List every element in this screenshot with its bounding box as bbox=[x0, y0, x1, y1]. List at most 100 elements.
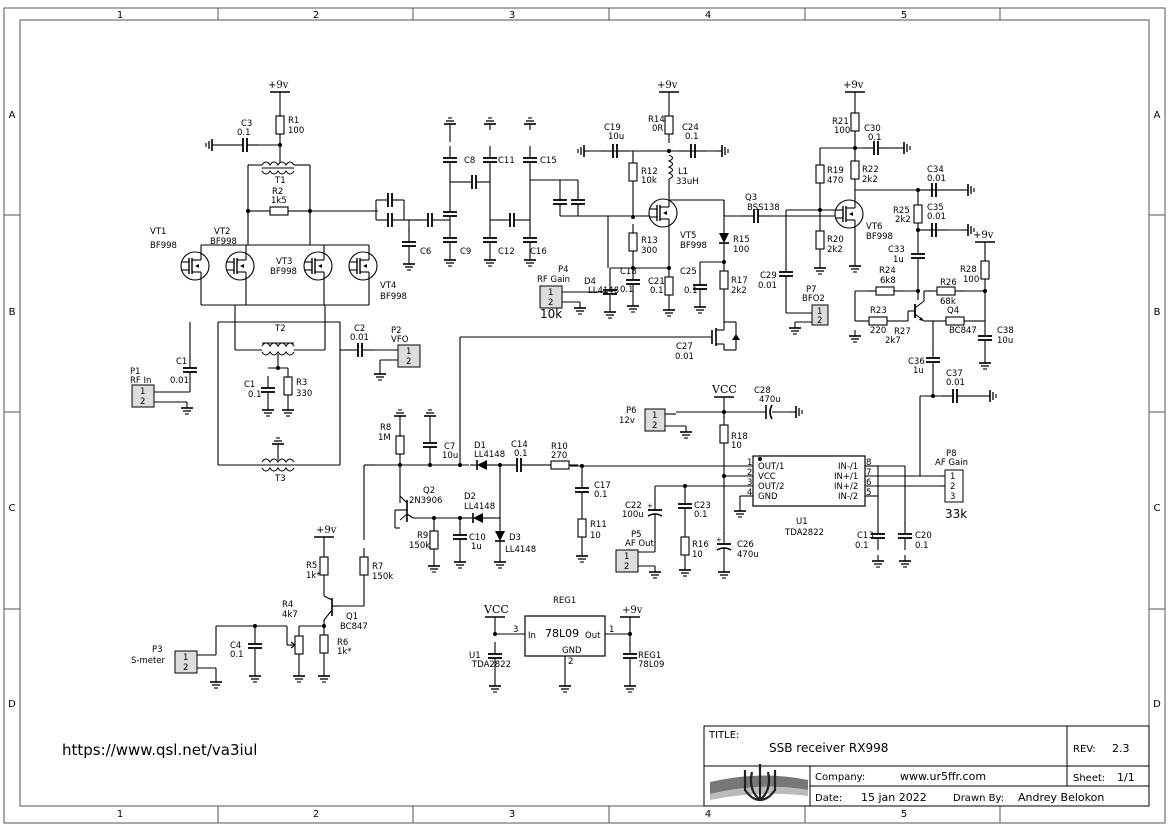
col-marker: 4 bbox=[705, 809, 711, 820]
r7-ref: R7 bbox=[372, 562, 383, 572]
source-url[interactable]: https://www.qsl.net/va3iul bbox=[62, 741, 257, 759]
u1-name: TDA2822 bbox=[784, 528, 824, 538]
c15-ref: C15 bbox=[540, 156, 557, 166]
company-label: Company: bbox=[815, 772, 865, 783]
c30-value: 0.1 bbox=[868, 133, 882, 143]
p4-pin1: 1 bbox=[548, 288, 553, 298]
p3-pin1: 1 bbox=[183, 653, 188, 663]
r26-value: 68k bbox=[940, 297, 956, 307]
date-label: Date: bbox=[815, 793, 842, 804]
c14-ref: C14 bbox=[511, 440, 528, 450]
vt5-mosfet bbox=[648, 198, 678, 228]
row-marker: A bbox=[1154, 110, 1161, 121]
r4-ref: R4 bbox=[282, 600, 293, 610]
p3-name: S-meter bbox=[131, 656, 166, 666]
plus9v-label: +9v bbox=[268, 80, 289, 91]
rev-label: REV: bbox=[1073, 744, 1096, 755]
c32-ref: C20 bbox=[915, 531, 932, 541]
r5-ref: R5 bbox=[306, 561, 317, 571]
vt3-mosfet bbox=[303, 251, 333, 281]
c4-ref: C4 bbox=[230, 641, 241, 651]
p5-name: AF Out bbox=[625, 539, 654, 549]
rev-value: 2.3 bbox=[1112, 742, 1130, 755]
col-marker: 5 bbox=[901, 10, 907, 21]
company-value: www.ur5ffr.com bbox=[900, 770, 986, 783]
r2-ref: R2 bbox=[272, 187, 283, 197]
q1-value: BC847 bbox=[340, 622, 368, 632]
c27-value: BSS138 bbox=[747, 203, 780, 213]
c23-ref: C23 bbox=[694, 501, 711, 511]
q3-value: 0.01 bbox=[675, 352, 694, 362]
r21-ref: R21 bbox=[832, 117, 849, 127]
r11-value: 10 bbox=[590, 531, 601, 541]
col-marker: 3 bbox=[509, 10, 515, 21]
r17-ref: R17 bbox=[731, 276, 748, 286]
p4-name: RF Gain bbox=[537, 275, 570, 285]
r17-value: 2k2 bbox=[731, 286, 747, 296]
regulator-section: VCC U1 TDA2822 78L09 In Out GND 3 1 2 RE… bbox=[469, 596, 664, 693]
r27-value: BC847 bbox=[949, 326, 977, 336]
d4-value: 100 bbox=[733, 245, 749, 255]
u1-pin5-label: IN-/2 bbox=[838, 492, 858, 502]
c32-value: 0.1 bbox=[915, 541, 929, 551]
row-marker: D bbox=[1153, 699, 1161, 710]
plus9v-label-3: +9v bbox=[843, 80, 864, 91]
r24-value: 6k8 bbox=[880, 276, 896, 286]
p8-pin3: 3 bbox=[950, 492, 955, 502]
vcc-label: VCC bbox=[711, 383, 737, 396]
c22-value: 100u bbox=[622, 510, 644, 520]
p1-pin2: 2 bbox=[140, 397, 145, 407]
r24-ref: R24 bbox=[879, 266, 896, 276]
col-marker: 4 bbox=[705, 10, 711, 21]
c16-ref: C16 bbox=[530, 247, 547, 257]
r5-value: 1k* bbox=[306, 571, 321, 581]
q4-ref-text: R27 bbox=[894, 327, 911, 337]
u1-pin2-label: VCC bbox=[758, 472, 776, 482]
if-amp-section: +9v R14 0R C19 10u C24 0.1 R12 10k L1 33… bbox=[459, 80, 780, 465]
c1-ref: C1 bbox=[176, 357, 187, 367]
p4-ref: P4 bbox=[558, 265, 569, 275]
d4-designator-visible: R15 bbox=[733, 235, 750, 245]
p4-pot-value: 10k bbox=[540, 307, 562, 321]
title-label: TITLE: bbox=[708, 730, 739, 741]
r8-ref: R8 bbox=[380, 423, 391, 433]
r10-value: 270 bbox=[551, 451, 567, 461]
q2-value: 2N3906 bbox=[409, 496, 442, 506]
c5-ref: C1 bbox=[244, 380, 255, 390]
c35-ref: C35 bbox=[927, 203, 944, 213]
p6-pin2: 2 bbox=[652, 421, 657, 431]
vt2-ref: VT2 bbox=[214, 227, 230, 237]
c6-ref: C6 bbox=[420, 247, 431, 257]
plus9v-label-2: +9v bbox=[657, 80, 678, 91]
d2-ref: D2 bbox=[464, 492, 476, 502]
vt1-value: BF998 bbox=[150, 241, 177, 251]
u1-pin6-label: IN+/2 bbox=[834, 482, 858, 492]
p5-pin1: 1 bbox=[624, 552, 629, 562]
vt4-value: BF998 bbox=[380, 292, 407, 302]
r12-ref: R12 bbox=[641, 167, 658, 177]
u1-pin8: 8 bbox=[866, 458, 871, 468]
row-marker: B bbox=[1154, 307, 1161, 318]
c34-ref: C34 bbox=[927, 165, 944, 175]
c29-ref: C29 bbox=[760, 271, 777, 281]
p2-name: VFO bbox=[391, 335, 409, 345]
c36-value: 1u bbox=[913, 366, 924, 376]
c33-value: 1u bbox=[893, 255, 904, 265]
p6-pin1: 1 bbox=[652, 411, 657, 421]
reg1-pin3: 3 bbox=[513, 625, 518, 635]
p8-pot-value: 33k bbox=[945, 507, 967, 521]
c8-ref: C8 bbox=[464, 156, 475, 166]
u1-pin4-label: GND bbox=[758, 492, 778, 502]
vt2-value: BF998 bbox=[210, 237, 237, 247]
drawn-by-value: Andrey Belokon bbox=[1018, 791, 1104, 804]
r4-value: 4k7 bbox=[282, 610, 298, 620]
r16-value: 10 bbox=[692, 550, 703, 560]
c29-value: 0.01 bbox=[758, 281, 777, 291]
u1-pin7: 7 bbox=[866, 468, 871, 478]
r20-value: 2k2 bbox=[827, 245, 843, 255]
u1-pin8-label: IN-/1 bbox=[838, 462, 858, 472]
r22-ref: R22 bbox=[862, 165, 879, 175]
q1-ref: Q1 bbox=[346, 612, 358, 622]
r15-ref: C21 bbox=[648, 277, 665, 287]
c10-ref: C10 bbox=[469, 533, 486, 543]
